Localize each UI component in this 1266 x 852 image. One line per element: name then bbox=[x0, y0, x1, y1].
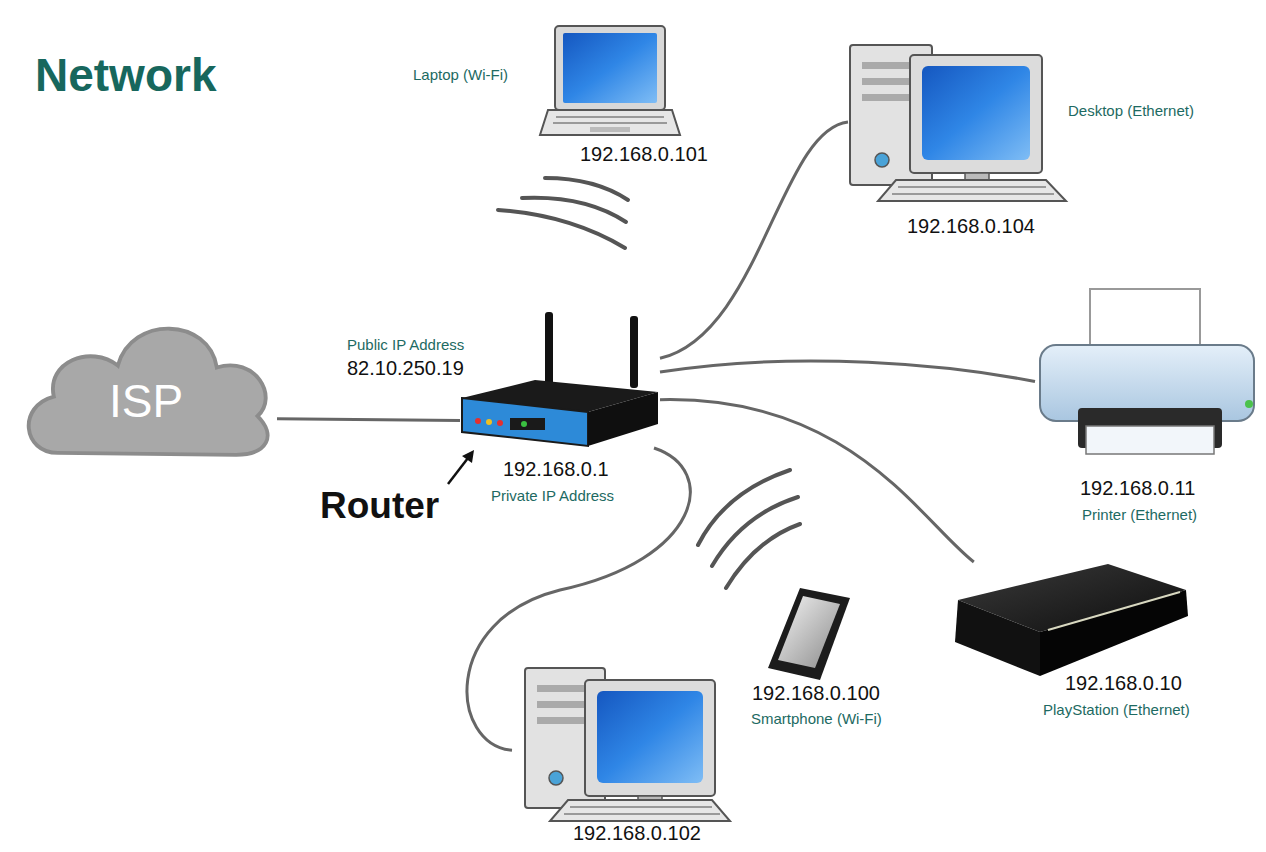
device-label: Printer (Ethernet) bbox=[1082, 506, 1197, 523]
ethernet-cable bbox=[277, 419, 460, 421]
ip-address: 192.168.0.11 bbox=[1080, 477, 1195, 500]
ip-address: 82.10.250.19 bbox=[347, 357, 464, 380]
device-label: Desktop (Ethernet) bbox=[1068, 102, 1194, 119]
desktop-icon bbox=[525, 668, 730, 821]
ip-address: 192.168.0.104 bbox=[907, 215, 1035, 238]
ethernet-cable bbox=[660, 400, 974, 562]
desktop-node: 192.168.0.102 bbox=[512, 665, 730, 820]
ethernet-cable bbox=[660, 361, 1035, 382]
router-node: Public IP Address82.10.250.19192.168.0.1… bbox=[460, 310, 660, 448]
ip-address: 192.168.0.10 bbox=[1065, 672, 1182, 695]
device-label: PlayStation (Ethernet) bbox=[1043, 701, 1190, 718]
wifi-waves bbox=[698, 470, 800, 588]
console-icon bbox=[955, 564, 1188, 676]
laptop-icon bbox=[540, 26, 680, 135]
diagram-title: Network bbox=[35, 50, 216, 101]
printer-node: 192.168.0.11Printer (Ethernet) bbox=[1035, 288, 1260, 458]
cloud-label: ISP bbox=[15, 375, 277, 428]
console-node: 192.168.0.10PlayStation (Ethernet) bbox=[950, 562, 1188, 680]
ip-address: 192.168.0.1 bbox=[503, 458, 609, 481]
smartphone-node: 192.168.0.100Smartphone (Wi-Fi) bbox=[768, 585, 850, 680]
printer-icon bbox=[1040, 289, 1254, 454]
device-label: Smartphone (Wi-Fi) bbox=[751, 710, 882, 727]
router-icon bbox=[462, 312, 658, 446]
callout-label: Router bbox=[320, 486, 439, 527]
callout-arrow bbox=[448, 450, 474, 484]
desktop-node: Desktop (Ethernet)192.168.0.104 bbox=[848, 42, 1066, 202]
address-caption: Private IP Address bbox=[491, 487, 614, 504]
laptop-node: Laptop (Wi-Fi)192.168.0.101 bbox=[540, 25, 680, 137]
ip-address: 192.168.0.102 bbox=[573, 822, 701, 845]
ethernet-cable bbox=[467, 448, 690, 750]
address-caption: Public IP Address bbox=[347, 336, 464, 353]
device-label: Laptop (Wi-Fi) bbox=[413, 66, 508, 83]
desktop-icon bbox=[850, 45, 1066, 201]
wifi-waves bbox=[498, 178, 628, 248]
isp-cloud: ISP bbox=[15, 305, 277, 463]
smartphone-icon bbox=[768, 588, 850, 680]
ip-address: 192.168.0.101 bbox=[580, 143, 708, 166]
ip-address: 192.168.0.100 bbox=[752, 682, 880, 705]
